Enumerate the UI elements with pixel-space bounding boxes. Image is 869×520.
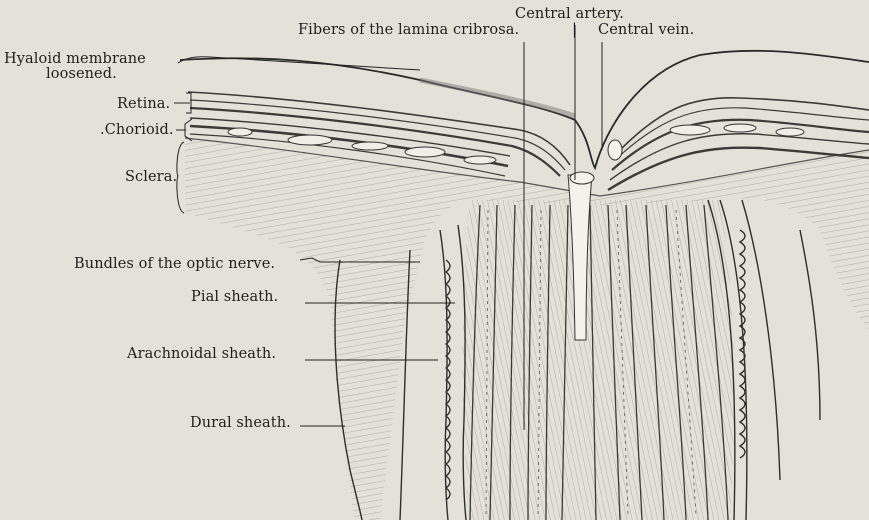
- label-hyaloid-membrane: Hyaloid membrane: [4, 51, 146, 67]
- label-pial-sheath: Pial sheath.: [191, 289, 278, 305]
- label-chorioid: .Chorioid.: [100, 122, 174, 138]
- label-central-artery: Central artery.: [515, 6, 624, 22]
- label-retina: Retina.: [117, 96, 170, 112]
- label-sclera: Sclera.: [125, 169, 177, 185]
- label-separator: |: [572, 22, 577, 38]
- label-fibers-lamina-cribrosa: Fibers of the lamina cribrosa.: [298, 22, 519, 38]
- label-dural-sheath: Dural sheath.: [190, 415, 291, 431]
- label-central-vein: Central vein.: [598, 22, 694, 38]
- optic-nerve-trunk: [463, 200, 735, 520]
- label-hyaloid-loosened: loosened.: [46, 66, 117, 82]
- label-arachnoidal-sheath: Arachnoidal sheath.: [127, 346, 276, 362]
- label-bundles-optic-nerve: Bundles of the optic nerve.: [74, 256, 275, 272]
